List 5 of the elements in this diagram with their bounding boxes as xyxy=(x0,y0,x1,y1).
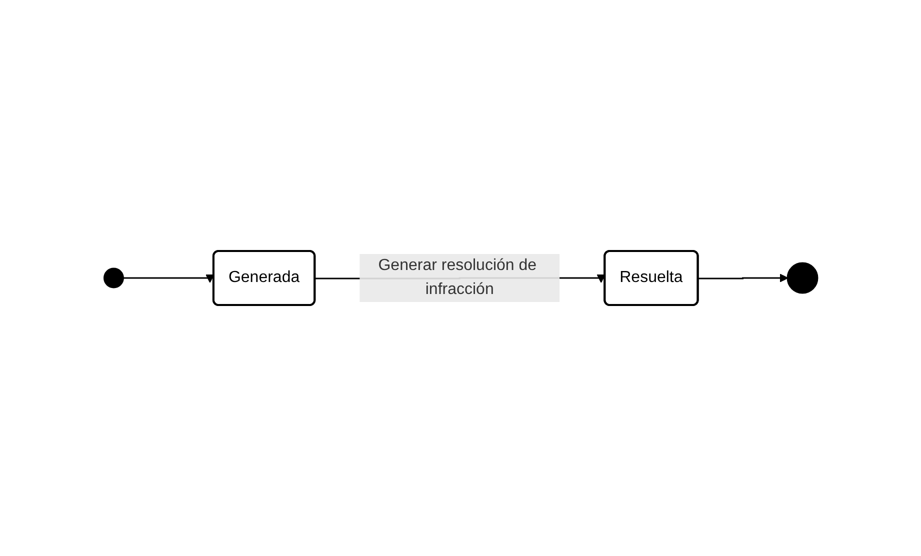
arrow xyxy=(698,274,788,282)
node-circle xyxy=(103,268,124,288)
node-circle xyxy=(786,262,818,294)
arrow xyxy=(123,274,214,283)
edge-label: Generar resolución de infracción xyxy=(378,257,536,298)
